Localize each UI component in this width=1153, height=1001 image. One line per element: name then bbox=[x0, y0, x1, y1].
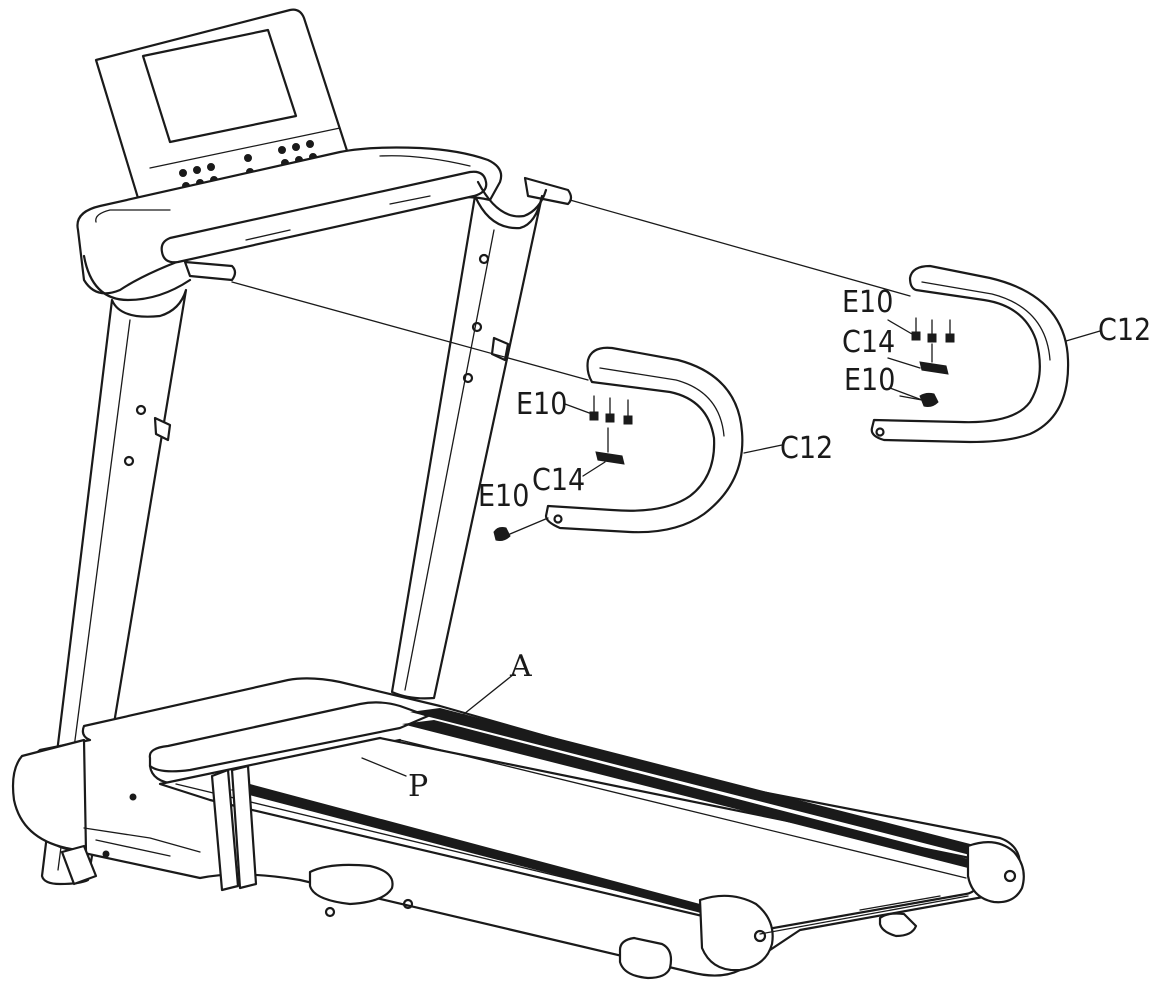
right-screws-e10 bbox=[911, 317, 955, 343]
console-tray bbox=[76, 146, 573, 295]
callout-c14-left: C14 bbox=[532, 463, 585, 498]
callout-e10-left-bottom: E10 bbox=[478, 479, 529, 514]
callout-p: P bbox=[408, 769, 428, 804]
callout-c12-right: C12 bbox=[1098, 313, 1151, 348]
right-handrail-c12 bbox=[870, 264, 1070, 444]
callout-e10-left-top: E10 bbox=[516, 387, 567, 422]
assembly-guide-lines bbox=[231, 199, 911, 381]
right-upright bbox=[390, 180, 548, 700]
callout-c14-right: C14 bbox=[842, 325, 895, 360]
left-screws-e10 bbox=[589, 395, 633, 425]
callout-labels: E10 C14 E10 C12 E10 C14 E10 C12 A P bbox=[408, 285, 1151, 804]
console-display bbox=[94, 8, 352, 207]
callout-e10-right-top: E10 bbox=[842, 285, 893, 320]
callout-e10-right-bottom: E10 bbox=[844, 363, 895, 398]
treadmill-deck bbox=[11, 677, 1025, 980]
callout-c12-left: C12 bbox=[780, 431, 833, 466]
leader-lines bbox=[361, 319, 1101, 777]
callout-a: A bbox=[509, 649, 532, 684]
left-handrail-c12 bbox=[493, 346, 744, 541]
